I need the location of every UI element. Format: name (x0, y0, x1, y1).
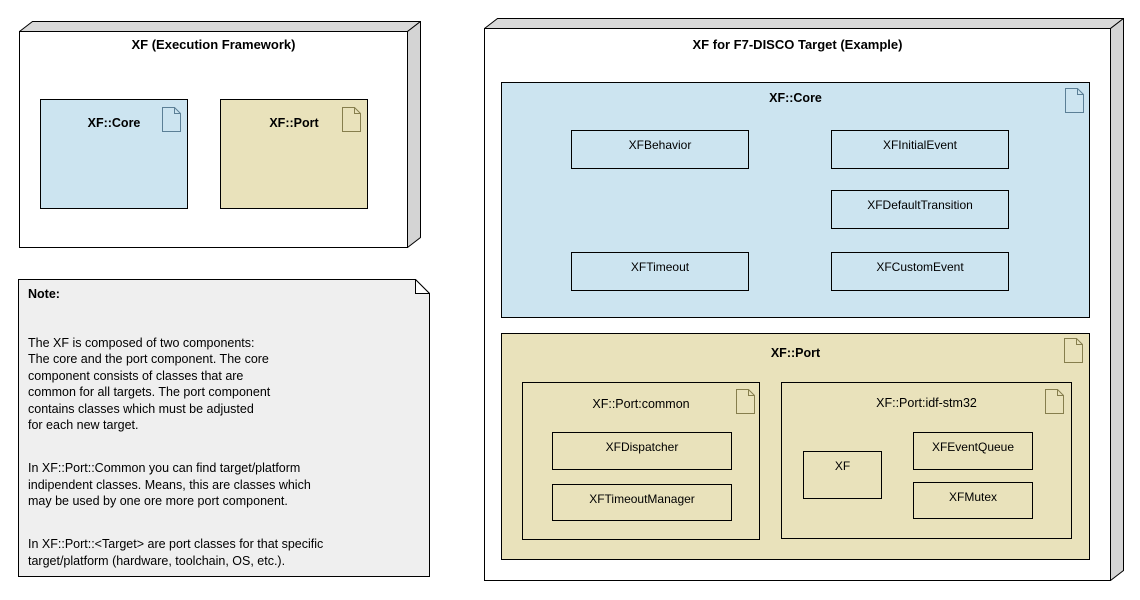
document-icon (1065, 88, 1084, 113)
document-icon (162, 107, 181, 132)
document-icon (342, 107, 361, 132)
class-xfdispatcher: XFDispatcher (552, 432, 732, 470)
right-node-title: XF for F7-DISCO Target (Example) (692, 37, 903, 52)
class-xfbehavior: XFBehavior (571, 130, 749, 169)
document-icon (736, 389, 755, 414)
class-xfcustomevent: XFCustomEvent (831, 252, 1009, 291)
class-xftimeoutmanager: XFTimeoutManager (552, 484, 732, 521)
note-heading: Note: (28, 287, 60, 301)
document-icon (1064, 338, 1083, 363)
package-xf-port-title: XF::Port (770, 346, 821, 360)
package-xf-port-idf-stm32: XF::Port:idf-stm32 XF XFEventQueue XFMut… (781, 382, 1072, 539)
package-xf-port-idf-stm32-title: XF::Port:idf-stm32 (876, 396, 977, 410)
artifact-xf-core: XF::Core (40, 99, 188, 209)
artifact-xf-core-label: XF::Core (87, 116, 141, 130)
package-xf-port: XF::Port XF::Port:common XFDispatcher XF… (501, 333, 1090, 560)
package-xf-port-common: XF::Port:common XFDispatcher XFTimeoutMa… (522, 382, 760, 540)
left-node-title: XF (Execution Framework) (131, 37, 296, 52)
package-xf-core: XF::Core XFBehavior XFInitialEvent XFDef… (501, 82, 1090, 318)
class-xfinitialevent: XFInitialEvent (831, 130, 1009, 169)
xf-framework-node: XF (Execution Framework) XF::Core XF::Po… (19, 21, 421, 248)
class-xfdefaulttransition: XFDefaultTransition (831, 190, 1009, 229)
class-xfeventqueue: XFEventQueue (913, 432, 1033, 470)
package-xf-port-common-title: XF::Port:common (592, 397, 690, 411)
note-paragraph: In XF::Port::Common you can find target/… (28, 461, 311, 508)
note-paragraph: The XF is composed of two components: Th… (28, 335, 271, 433)
note-shape (18, 279, 430, 577)
document-icon (1045, 389, 1064, 414)
note-paragraph: In XF::Port::<Target> are port classes f… (28, 537, 324, 568)
note-body: The XF is composed of two components: Th… (28, 318, 422, 586)
uml-note: Note: The XF is composed of two componen… (18, 279, 430, 577)
package-xf-core-title: XF::Core (769, 91, 822, 105)
artifact-xf-port: XF::Port (220, 99, 368, 209)
xf-f7disco-node: XF for F7-DISCO Target (Example) XF::Cor… (484, 18, 1124, 581)
class-xf: XF (803, 451, 882, 499)
class-xfmutex: XFMutex (913, 482, 1033, 519)
artifact-xf-port-label: XF::Port (269, 116, 319, 130)
class-xftimeout: XFTimeout (571, 252, 749, 291)
